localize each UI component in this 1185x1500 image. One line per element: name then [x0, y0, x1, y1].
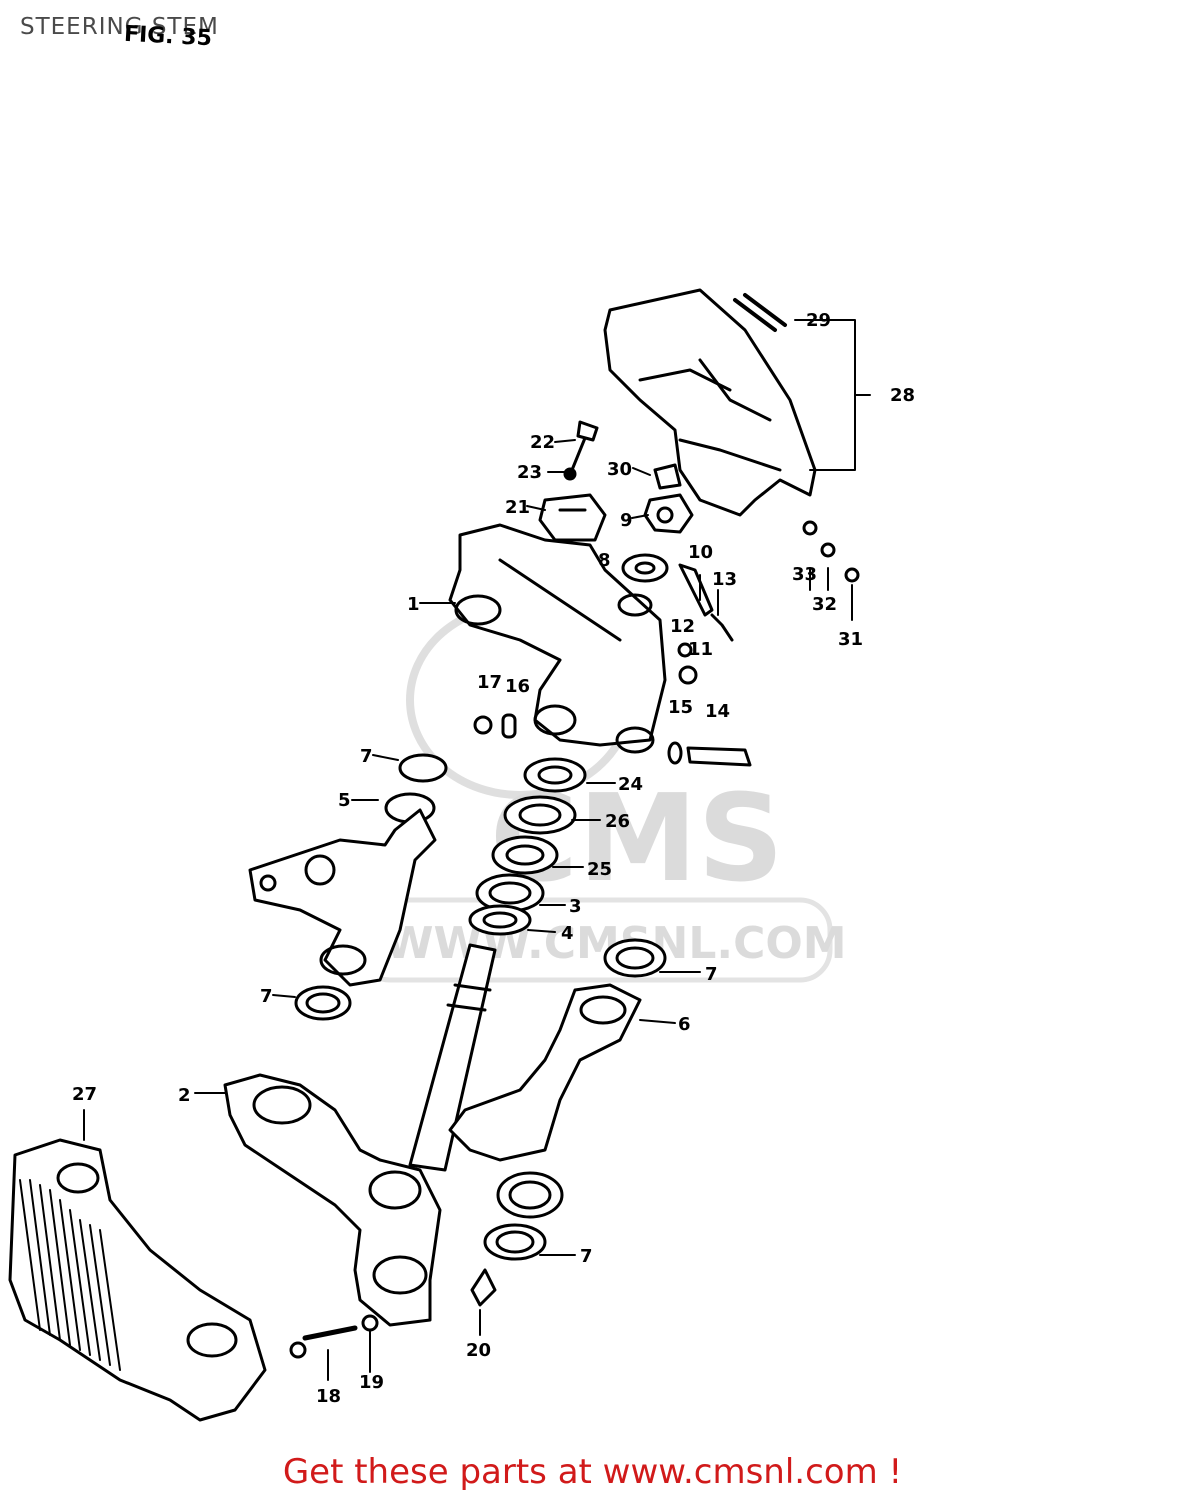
callout-labels: 1 2 3 4 5 6 7 7 7 7 8 9 10 11 12 13 14 1…: [72, 310, 915, 1407]
callout-7-upper-right: 7: [705, 964, 718, 985]
callout-8: 8: [598, 550, 611, 571]
callout-22: 22: [530, 432, 555, 453]
callout-25: 25: [587, 859, 612, 880]
callout-3: 3: [569, 896, 582, 917]
callout-33: 33: [792, 564, 817, 585]
callout-4: 4: [561, 923, 574, 944]
callout-21: 21: [505, 497, 530, 518]
pinch-nut: [643, 463, 694, 534]
callout-19: 19: [359, 1372, 384, 1393]
handlebar-cover: [603, 288, 817, 517]
callout-12: 12: [670, 616, 695, 637]
leader-lines: [83, 319, 871, 1381]
callout-9: 9: [620, 510, 633, 531]
callout-16: 16: [505, 676, 530, 697]
cover-screws: [802, 520, 860, 583]
callout-6: 6: [678, 1014, 691, 1035]
callout-13: 13: [712, 569, 737, 590]
callout-23: 23: [517, 462, 542, 483]
lower-cover: [8, 1138, 267, 1422]
callout-30: 30: [607, 459, 632, 480]
long-bolt: [667, 741, 752, 767]
callout-7-lower-left: 7: [260, 986, 273, 1007]
lower-fasteners: [289, 1268, 497, 1359]
upper-bracket: [448, 523, 667, 754]
callout-31: 31: [838, 629, 863, 650]
bearing-stack: [468, 757, 587, 936]
left-bracket: [248, 753, 448, 1021]
callout-32: 32: [812, 594, 837, 615]
callout-28: 28: [890, 385, 915, 406]
washer-hole: [634, 561, 656, 575]
callout-27: 27: [72, 1084, 97, 1105]
washer: [621, 553, 669, 583]
upper-clamp: [538, 493, 607, 542]
callout-7-lower-right: 7: [580, 1246, 593, 1267]
callout-26: 26: [605, 811, 630, 832]
callout-14: 14: [705, 701, 730, 722]
callout-10: 10: [688, 542, 713, 563]
callout-11: 11: [688, 639, 713, 660]
steering-stem-shaft: [408, 943, 497, 1172]
callout-17: 17: [477, 672, 502, 693]
callout-18: 18: [316, 1386, 341, 1407]
callout-2: 2: [178, 1085, 191, 1106]
clamp-bolt: [563, 420, 599, 481]
diagram-title: STEERING STEM: [20, 14, 219, 40]
side-bolt: [677, 563, 734, 685]
callout-1: 1: [407, 594, 420, 615]
small-fasteners: [473, 713, 517, 739]
callout-20: 20: [466, 1340, 491, 1361]
callout-7-upper-left: 7: [360, 746, 373, 767]
footer-link[interactable]: Get these parts at www.cmsnl.com !: [282, 1452, 903, 1492]
callout-29: 29: [806, 310, 831, 331]
callout-15: 15: [668, 697, 693, 718]
right-bracket: [448, 938, 667, 1261]
callout-24: 24: [618, 774, 643, 795]
lower-bracket: [223, 1073, 442, 1327]
callout-5: 5: [338, 790, 351, 811]
